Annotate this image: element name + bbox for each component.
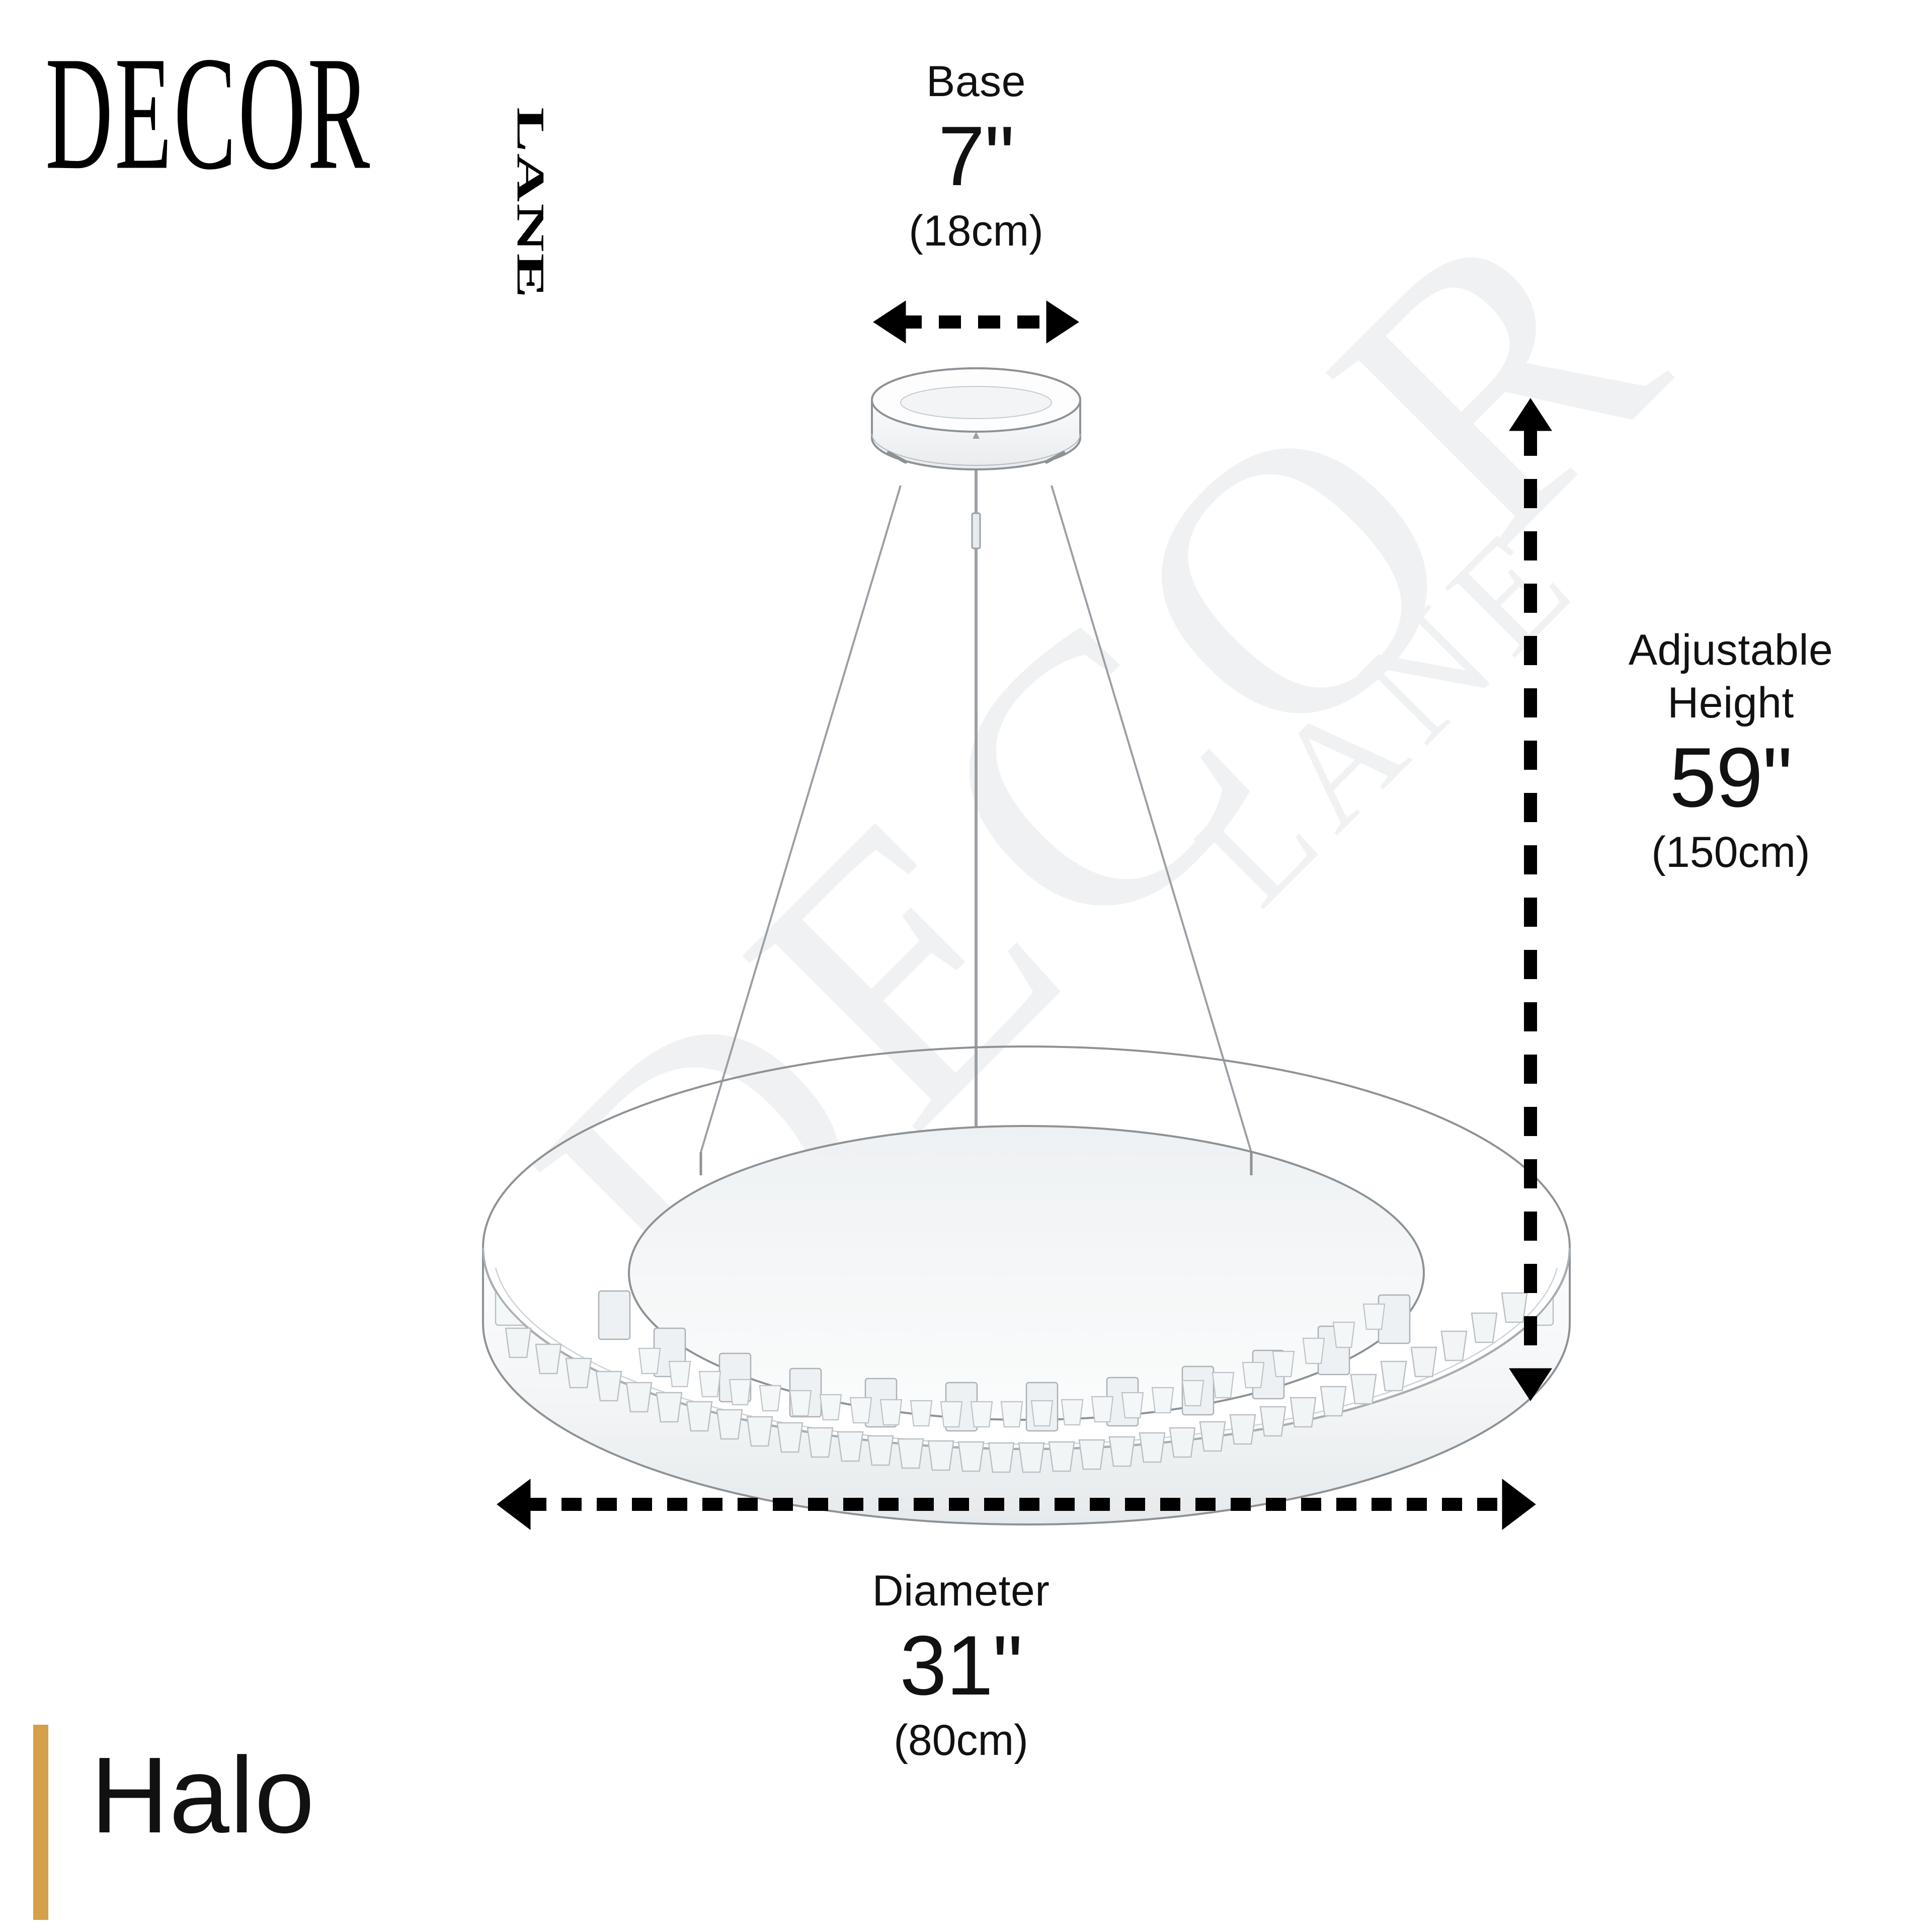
cable-left [700,485,902,1153]
accent-bar [33,1725,48,1920]
brand-logo: DECOR LANE [45,32,572,300]
base-dimension-arrow [873,300,1079,344]
height-label-line1: Adjustable [1628,626,1833,674]
canopy-top-highlight [900,386,1052,419]
base-value-inches: 7" [938,108,1014,203]
height-value-inches: 59" [1669,730,1793,825]
base-value-cm: (18cm) [909,207,1043,256]
base-label-text: Base [926,57,1026,106]
cable-center-sleeve [971,512,981,549]
canopy-center-anchor [973,432,980,439]
ceiling-canopy [871,367,1081,470]
ring-crystal-fringe [505,1292,1528,1473]
base-arrow-head-left [873,300,906,344]
canopy-clamp-right [1044,451,1066,464]
base-dimension-label: Base 7" (18cm) [845,55,1107,259]
ring-cable-anchors [699,1152,1253,1175]
diameter-value-inches: 31" [900,1618,1023,1713]
height-dimension-arrow [1509,398,1552,1401]
height-arrow-head-bottom [1509,1368,1552,1401]
diameter-dimension-arrow [497,1478,1536,1531]
cable-right [1051,485,1252,1153]
diameter-label-text: Diameter [872,1567,1050,1615]
crystal-ring [482,1045,1571,1525]
diameter-dimension-label: Diameter 31" (80cm) [820,1565,1102,1768]
diameter-arrow-head-right [1502,1478,1536,1531]
product-name: Halo [91,1734,315,1856]
diameter-value-cm: (80cm) [894,1716,1028,1765]
ring-inner-fringe [638,1303,1386,1428]
canopy-rim-line [871,433,1081,466]
canopy-clamp-left [887,451,908,464]
diameter-arrow-head-left [497,1478,531,1531]
height-label-line2: Height [1667,678,1794,727]
height-dimension-label: Adjustable Height 59" (150cm) [1575,624,1887,880]
height-value-cm: (150cm) [1651,828,1810,877]
height-arrow-head-top [1509,398,1552,431]
base-arrow-head-right [1046,300,1079,344]
logo-decor-text: DECOR [45,23,372,203]
